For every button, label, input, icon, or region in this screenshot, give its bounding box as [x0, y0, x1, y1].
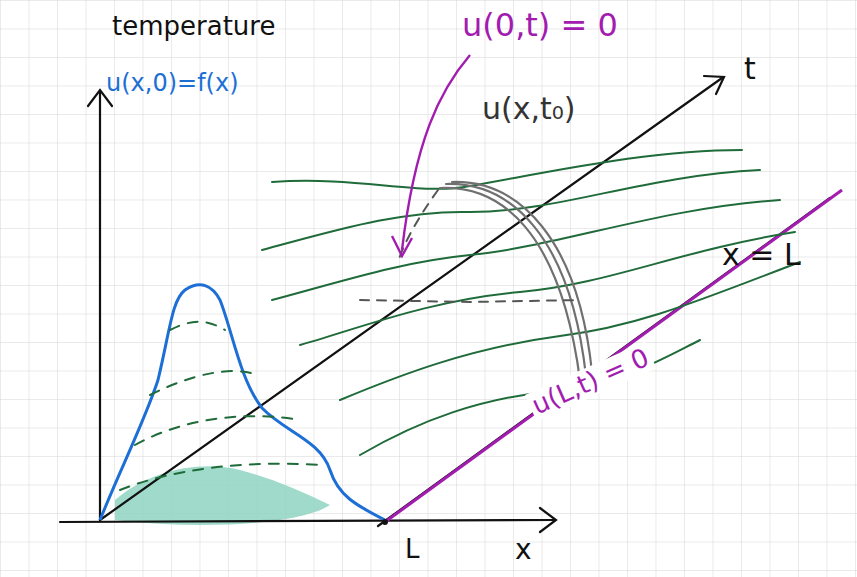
boundary-line: [385, 190, 842, 522]
t-axis: [100, 78, 722, 520]
solution-label: u(x,t₀): [482, 92, 576, 125]
solution-slice: [446, 184, 586, 376]
teal-fill: [115, 466, 330, 525]
dashed-projection: [360, 300, 580, 302]
boundary-condition: u(0,t) = 0: [462, 8, 618, 43]
axis-label: x: [515, 535, 532, 566]
initial-profile: [100, 285, 385, 520]
dashed-contour: [135, 416, 300, 445]
x-axis: [60, 520, 555, 522]
dashed-contour: [120, 464, 320, 490]
dashed-contour: [170, 322, 225, 330]
boundary-label: x = L: [722, 238, 801, 271]
axis-label: t: [744, 52, 756, 85]
dashed-contour: [150, 371, 258, 395]
arrow-head: [540, 508, 556, 532]
time-slice: [360, 340, 700, 455]
time-slice: [272, 150, 742, 189]
arrow-head: [704, 76, 724, 94]
time-slice: [262, 170, 760, 250]
solution-slice: [452, 182, 592, 372]
leader-line: [402, 55, 470, 250]
time-slice: [300, 232, 795, 345]
axis-label: L: [405, 535, 420, 564]
solution-slice: [440, 188, 580, 380]
arrow-head: [392, 236, 412, 256]
axis-point: [382, 519, 388, 525]
axis-label: temperature: [112, 12, 275, 41]
temperature-axis: [99, 92, 101, 520]
initial-condition: u(x,0)=f(x): [106, 70, 239, 96]
